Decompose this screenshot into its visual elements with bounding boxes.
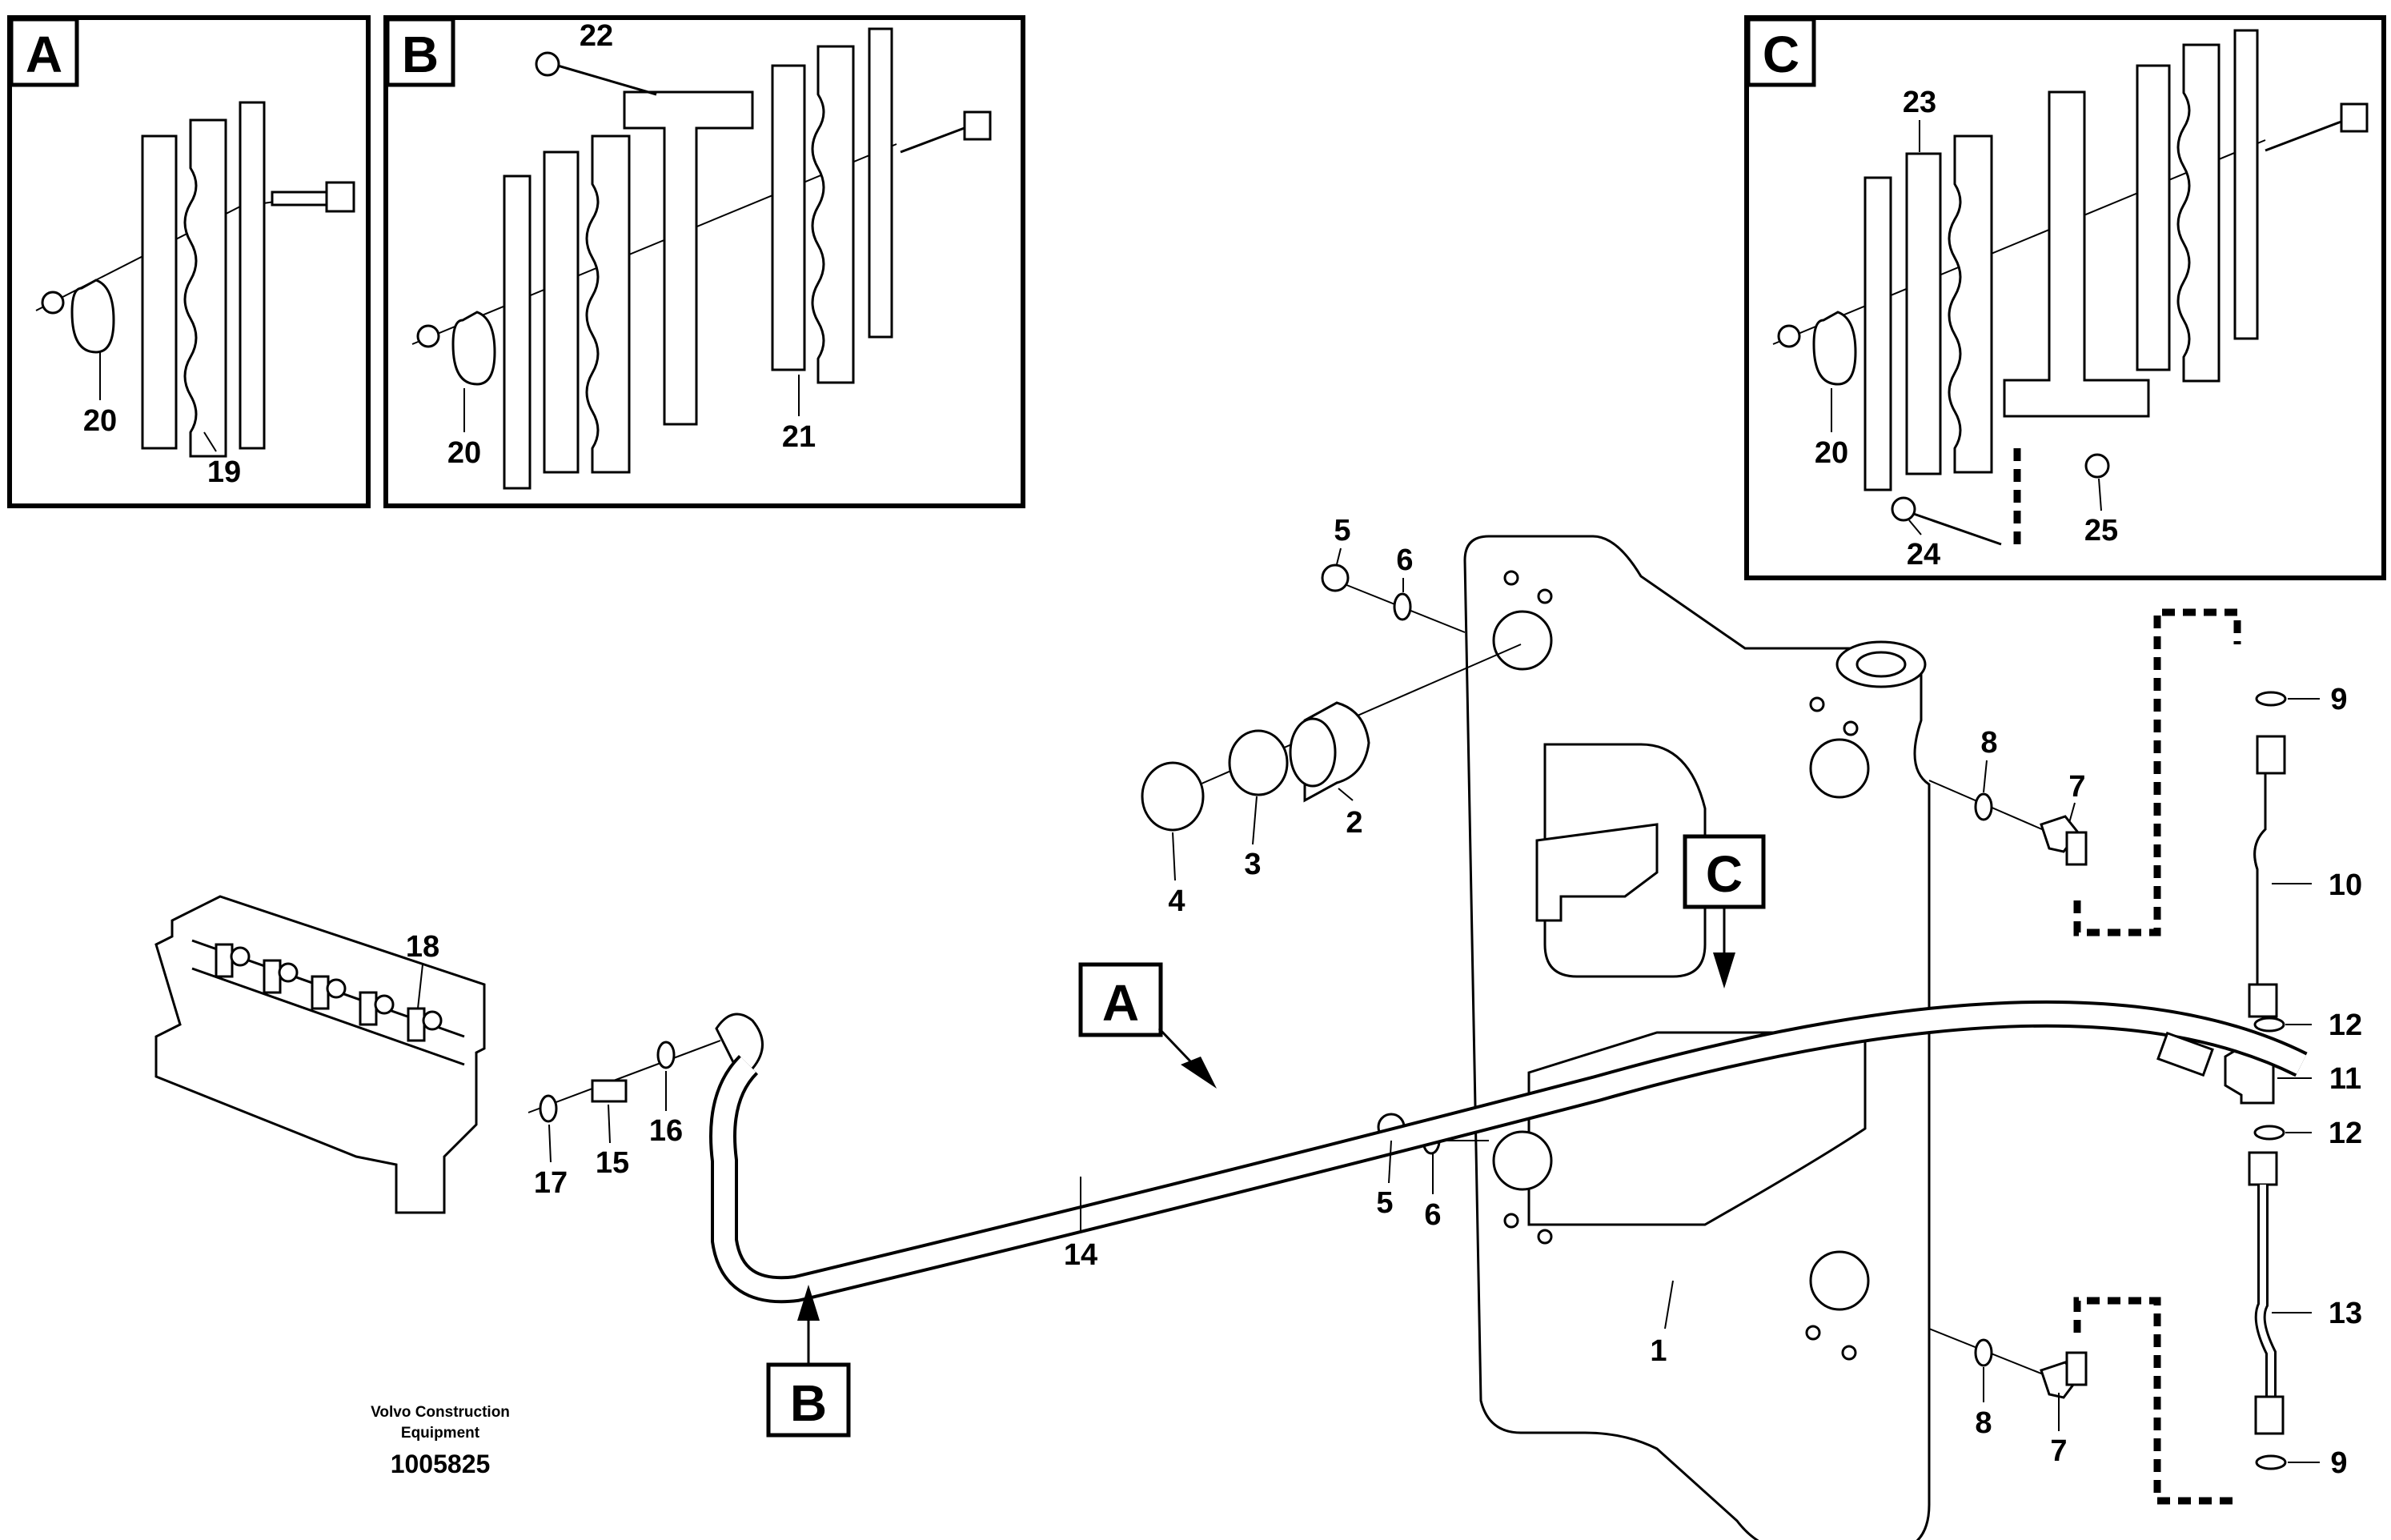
detail-b-part-20: 20 — [447, 436, 481, 470]
footer-line-2: Equipment — [401, 1425, 480, 1442]
detail-c-clamp-assembly — [1772, 29, 2369, 552]
callout-c-letter: C — [1706, 845, 1743, 903]
part-label-18: 18 — [406, 930, 439, 964]
part-label-7-bottom: 7 — [2050, 1434, 2067, 1468]
callout-a-letter: A — [1102, 974, 1139, 1032]
detail-c-tag — [1746, 17, 1816, 87]
part-label-8-bottom: 8 — [1975, 1406, 1992, 1440]
detail-a-part-19: 19 — [207, 455, 241, 489]
part-label-12-bottom: 12 — [2329, 1117, 2362, 1150]
part-label-8-top: 8 — [1980, 726, 1997, 760]
detail-c-letter: C — [1763, 26, 1799, 83]
detail-a-part-20: 20 — [83, 404, 117, 438]
part-label-17: 17 — [534, 1166, 568, 1200]
detail-c-part-20: 20 — [1815, 436, 1848, 470]
detail-b-part-22: 22 — [580, 19, 613, 53]
detail-b-tag — [385, 17, 455, 87]
callout-a: A — [1078, 962, 1217, 1089]
part-label-4: 4 — [1168, 884, 1185, 918]
part-labels: 1 2 3 4 5 6 5 6 7 7 8 8 9 9 10 11 12 12 — [406, 514, 2362, 1480]
part-label-14: 14 — [1064, 1238, 1097, 1272]
detail-a-letter: A — [26, 26, 62, 83]
part-label-12-top: 12 — [2329, 1009, 2362, 1042]
part-label-7-top: 7 — [2068, 770, 2085, 804]
part-label-9-bottom: 9 — [2330, 1446, 2347, 1480]
detail-b-part-21: 21 — [782, 420, 816, 454]
drawing-number: 1005825 — [391, 1450, 491, 1478]
part-label-5-bottom: 5 — [1376, 1186, 1393, 1220]
callout-b: B — [766, 1285, 851, 1438]
part-label-6-top: 6 — [1396, 543, 1413, 577]
footer: Volvo Construction Equipment 1005825 — [371, 1404, 510, 1478]
detail-c-part-23: 23 — [1903, 86, 1936, 119]
detail-box-b: B 22 20 21 — [383, 15, 1025, 508]
part-label-13: 13 — [2329, 1297, 2362, 1330]
detail-a-clamp-assembly — [35, 101, 355, 458]
detail-a-tag — [9, 17, 79, 87]
footer-line-1: Volvo Construction — [371, 1404, 510, 1421]
part-label-3: 3 — [1244, 848, 1261, 881]
callout-c: C — [1683, 834, 1766, 989]
right-fittings — [1928, 608, 2287, 1505]
part-label-9-top: 9 — [2330, 683, 2347, 716]
part-label-1: 1 — [1650, 1334, 1667, 1368]
part-label-11: 11 — [2329, 1062, 2361, 1096]
control-valve — [154, 895, 486, 1214]
callout-b-letter: B — [790, 1374, 827, 1432]
part-label-5-top: 5 — [1334, 514, 1350, 547]
detail-b-letter: B — [402, 26, 439, 83]
part-label-2: 2 — [1346, 806, 1362, 840]
detail-box-c: C 23 20 24 25 — [1744, 15, 2386, 580]
part-label-6-bottom: 6 — [1424, 1198, 1441, 1232]
part-label-16: 16 — [649, 1114, 683, 1148]
main-frame — [1463, 535, 1931, 1540]
detail-box-a: A 20 19 — [7, 15, 371, 508]
part-label-15: 15 — [596, 1146, 629, 1180]
hose-assembly — [528, 1000, 2308, 1304]
detail-b-clamp-assembly — [411, 27, 992, 490]
detail-c-part-24: 24 — [1907, 538, 1940, 571]
detail-c-part-25: 25 — [2084, 514, 2118, 547]
part-label-10: 10 — [2329, 868, 2362, 902]
